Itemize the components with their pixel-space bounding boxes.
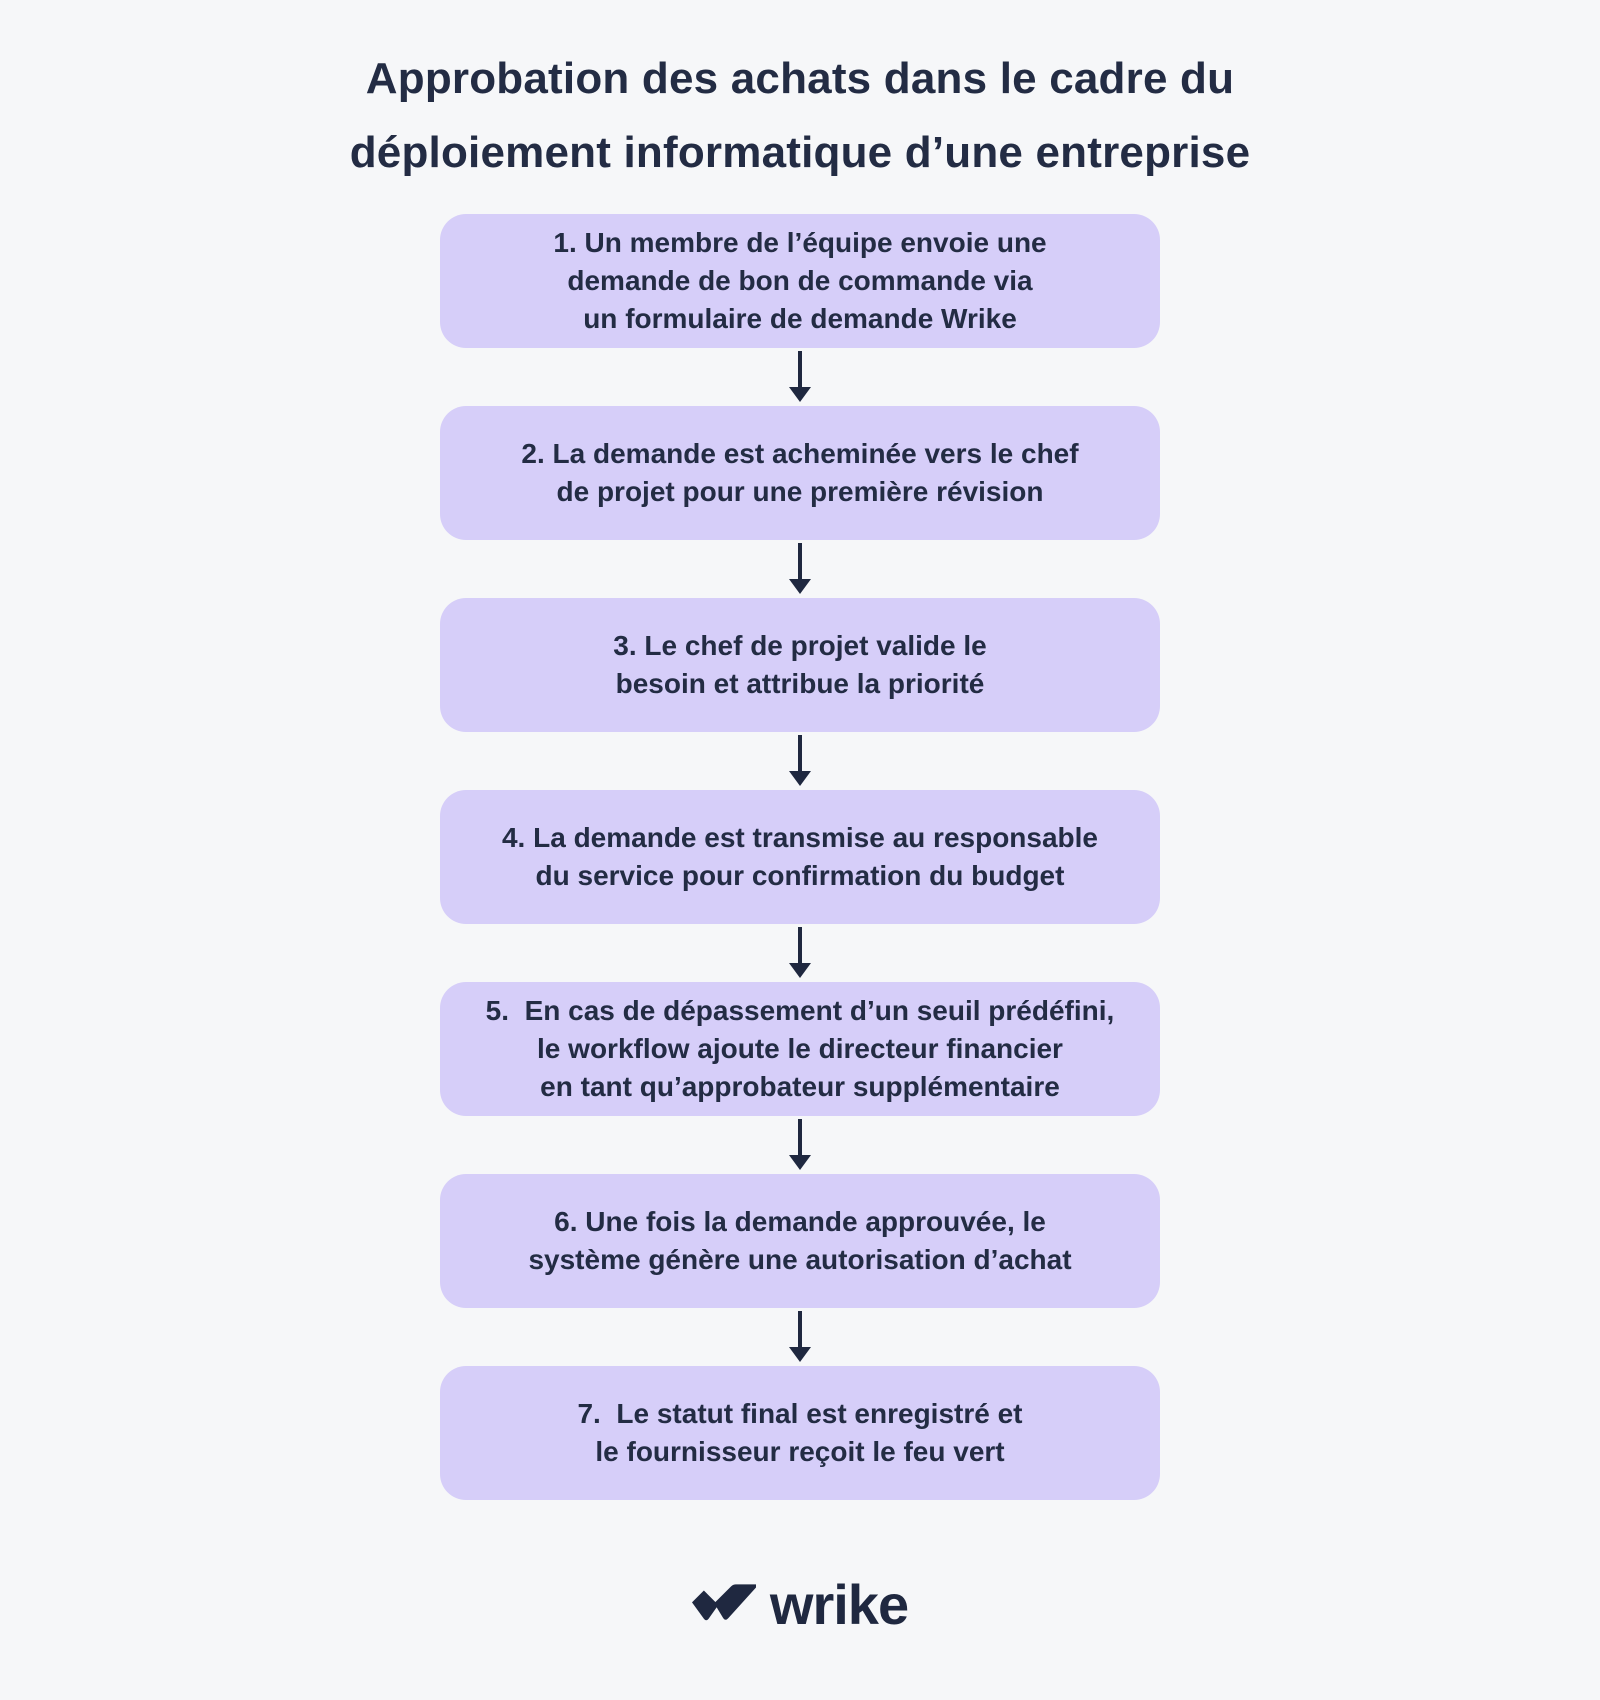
arrow-down-icon (789, 540, 811, 598)
arrow-down-icon (789, 1308, 811, 1366)
flow-step-text: en tant qu’approbateur supplémentaire (540, 1071, 1060, 1102)
flow-step-3: 3. Le chef de projet valide le besoin et … (440, 598, 1160, 732)
flow-step-text: besoin et attribue la priorité (615, 668, 985, 699)
wrike-wordmark: wrike (769, 1573, 909, 1636)
arrow-down-icon (789, 924, 811, 982)
flow-step-5: 5. En cas de dépassement d’un seuil préd… (440, 982, 1160, 1116)
flow-step-text: un formulaire de demande Wrike (583, 303, 1017, 334)
flow-step-4: 4. La demande est transmise au responsab… (440, 790, 1160, 924)
flow-step-text: de projet pour une première révision (556, 476, 1044, 507)
flow-step-6: 6. Une fois la demande approuvée, le syst… (440, 1174, 1160, 1308)
page-title-line-2: déploiement informatique d’une entrepris… (349, 128, 1251, 177)
flow-step-text: 1. Un membre de l’équipe envoie une (553, 227, 1047, 258)
page-title-line-1: Approbation des achats dans le cadre du (365, 54, 1235, 103)
arrow-down-icon (789, 348, 811, 406)
flow-step-text: le workflow ajoute le directeur financie… (537, 1033, 1063, 1064)
flow-step-text: système génère une autorisation d’achat (528, 1244, 1072, 1275)
wrike-logo-icon (691, 1583, 756, 1626)
flow-step-7: 7. Le statut final est enregistré et le f… (440, 1366, 1160, 1500)
flow-step-text: le fournisseur reçoit le feu vert (595, 1436, 1005, 1467)
flow-step-text: du service pour confirmation du budget (535, 860, 1065, 891)
page-title: Approbation des achats dans le cadre du … (350, 42, 1251, 190)
flow-step-text: demande de bon de commande via (567, 265, 1033, 296)
flow-step-text: 6. Une fois la demande approuvée, le (554, 1206, 1046, 1237)
arrow-down-icon (789, 1116, 811, 1174)
flow-step-text: 2. La demande est acheminée vers le chef (521, 438, 1079, 469)
flow-step-text: 4. La demande est transmise au responsab… (501, 822, 1098, 853)
wrike-logo: wrike (691, 1572, 909, 1637)
flow-step-text: 5. En cas de dépassement d’un seuil préd… (485, 995, 1115, 1026)
flow-step-2: 2. La demande est acheminée vers le chef… (440, 406, 1160, 540)
flowchart: 1. Un membre de l’équipe envoie une deman… (440, 214, 1160, 1500)
arrow-down-icon (789, 732, 811, 790)
flow-step-text: 7. Le statut final est enregistré et (577, 1398, 1023, 1429)
flow-step-1: 1. Un membre de l’équipe envoie une deman… (440, 214, 1160, 348)
flow-step-text: 3. Le chef de projet valide le (613, 630, 987, 661)
